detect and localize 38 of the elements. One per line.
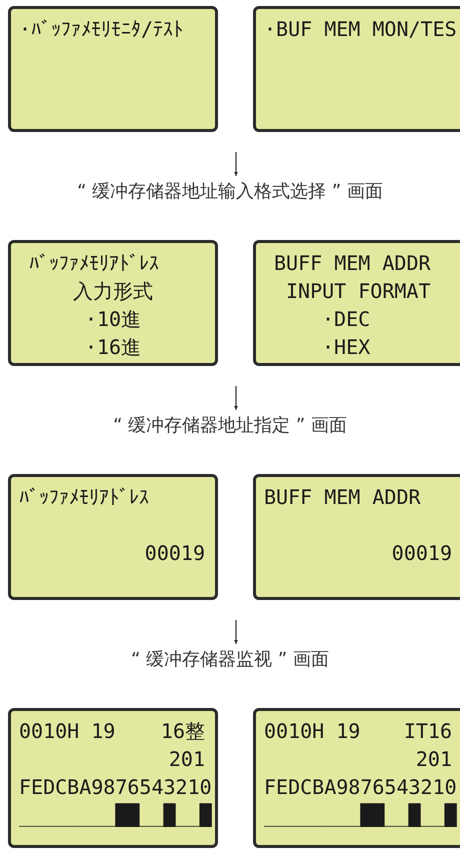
lcd-screen <box>253 708 460 848</box>
display-text: ·BUF MEM MON/TES <box>264 17 457 41</box>
screen-caption: “ 缓冲存储器地址输入格式选择 ” 画面 <box>0 180 460 204</box>
display-text: 201 <box>168 747 205 771</box>
display-text: ·DEC <box>322 307 370 331</box>
display-text: INPUT FORMAT <box>286 279 430 303</box>
display-text: 00019 <box>392 541 452 565</box>
display-text: ﾊﾞｯﾌｧﾒﾓﾘｱﾄﾞﾚｽ <box>19 485 149 509</box>
lcd-screen <box>253 240 460 366</box>
arrow <box>234 386 238 410</box>
display-text: 0010H 19 <box>264 719 360 743</box>
display-text: 16整 <box>160 719 205 743</box>
screen-caption: “ 缓冲存储器监视 ” 画面 <box>0 648 460 672</box>
display-text: BUFF MEM ADDR <box>264 485 421 509</box>
display-text: 201 <box>416 747 452 771</box>
display-text: ﾊﾞｯﾌｧﾒﾓﾘｱﾄﾞﾚｽ <box>29 251 159 275</box>
display-text: BUFF MEM ADDR <box>274 251 431 275</box>
screen-caption: “ 缓冲存储器地址指定 ” 画面 <box>0 414 460 438</box>
lcd-screen <box>8 474 218 600</box>
lcd-screen <box>8 6 218 132</box>
lcd-screen <box>8 240 218 366</box>
display-text: FEDCBA9876543210 <box>19 775 212 799</box>
display-text: FEDCBA9876543210 <box>264 775 457 799</box>
arrow <box>234 152 238 176</box>
display-text: 0010H 19 <box>19 719 116 743</box>
display-text: 入力形式 <box>72 279 154 303</box>
display-text: ________██__█__█ <box>19 803 212 827</box>
arrow <box>234 620 238 644</box>
display-text: ________██__█__█ <box>264 803 457 827</box>
lcd-screen <box>253 474 460 600</box>
display-text: ·16進 <box>84 335 142 359</box>
lcd-screen <box>8 708 218 848</box>
display-text: ·ﾊﾞｯﾌｧﾒﾓﾘﾓﾆﾀ/ﾃｽﾄ <box>19 17 184 41</box>
display-text: IT16 <box>404 719 452 743</box>
display-text: ·10進 <box>84 307 142 331</box>
display-text: 00019 <box>144 541 205 565</box>
lcd-screen <box>253 6 460 132</box>
display-text: ·HEX <box>322 335 370 359</box>
